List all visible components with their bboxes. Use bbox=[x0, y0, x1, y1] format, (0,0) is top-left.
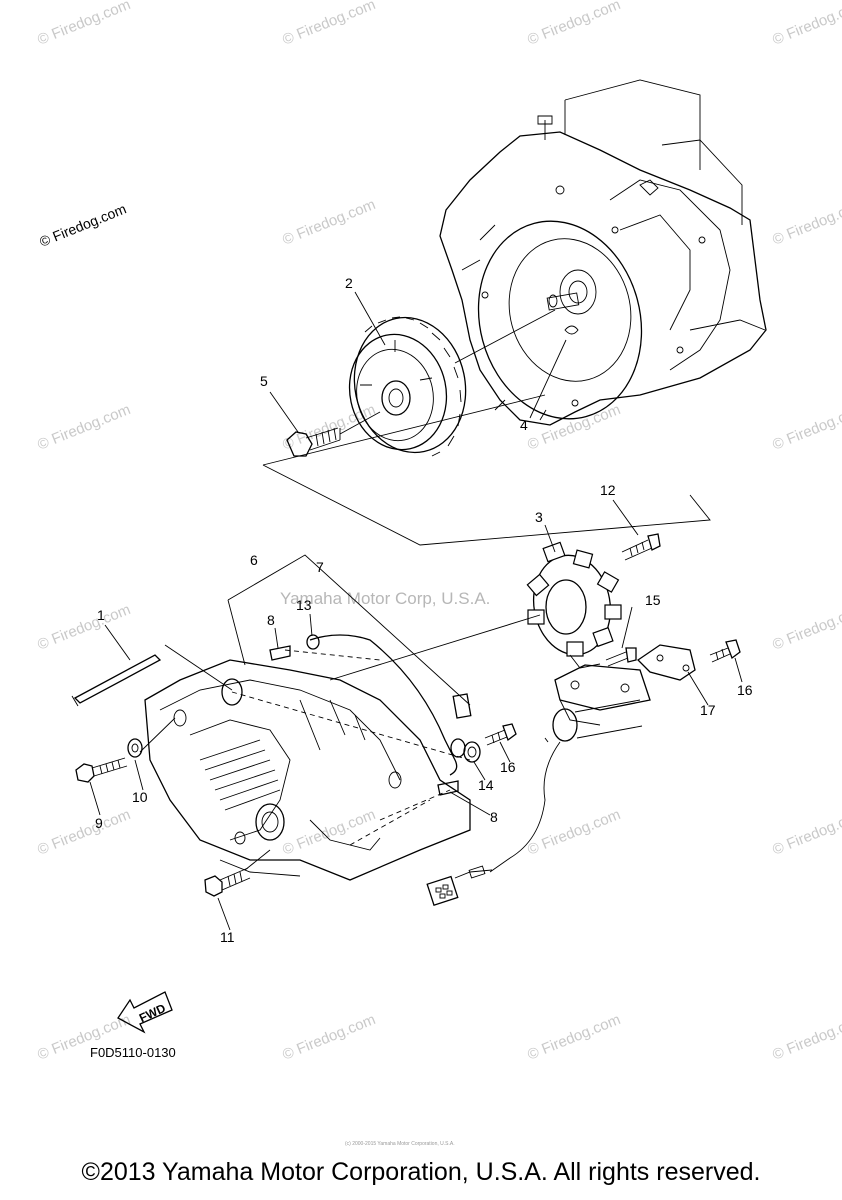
callout-11: 11 bbox=[220, 929, 235, 945]
watermark: © Firedog.com bbox=[770, 806, 842, 859]
dowel-pins bbox=[269, 645, 472, 796]
callout-3: 3 bbox=[535, 509, 543, 525]
bolt-14 bbox=[605, 647, 637, 667]
drawing-code: F0D5110-0130 bbox=[90, 1045, 176, 1060]
flywheel-bolt bbox=[286, 411, 381, 457]
engine-block bbox=[439, 79, 767, 426]
parts-diagram: © Firedog.com © Firedog.com © Firedog.co… bbox=[35, 0, 842, 1147]
watermark: © Firedog.com bbox=[770, 401, 842, 454]
bracket bbox=[636, 644, 696, 681]
watermark: © Firedog.com bbox=[525, 0, 623, 49]
watermark: © Firedog.com bbox=[525, 806, 623, 859]
callout-15: 14 bbox=[478, 777, 494, 793]
watermark: © Firedog.com bbox=[35, 401, 133, 454]
bolt-9 bbox=[75, 757, 128, 783]
leader-line bbox=[262, 464, 711, 546]
tiny-copyright-note: (c) 2000-2015 Yamaha Motor Corporation, … bbox=[345, 1141, 455, 1147]
callout-9: 9 bbox=[95, 815, 103, 831]
copyright-footer: ©2013 Yamaha Motor Corporation, U.S.A. A… bbox=[81, 1158, 761, 1186]
callout-8-top: 8 bbox=[267, 612, 275, 628]
watermark: © Firedog.com bbox=[35, 0, 133, 49]
callout-16-right: 16 bbox=[737, 682, 753, 698]
washer-10 bbox=[127, 738, 143, 758]
assembly-dash bbox=[231, 691, 471, 761]
watermark: © Firedog.com bbox=[35, 806, 133, 859]
group-bracket bbox=[227, 554, 471, 706]
callout-12: 13 bbox=[296, 597, 312, 613]
cable-tie bbox=[71, 654, 162, 707]
callout-6: 6 bbox=[250, 552, 258, 568]
corner-watermark: © Firedog.com bbox=[37, 200, 128, 249]
watermark: © Firedog.com bbox=[770, 1011, 842, 1064]
callout-10: 10 bbox=[132, 789, 148, 805]
gasket bbox=[306, 634, 466, 776]
callout-labels: 2 5 4 12 3 6 7 1 13 8 15 16 17 16 14 8 1… bbox=[95, 275, 753, 945]
watermark: © Firedog.com bbox=[280, 806, 378, 859]
flywheel bbox=[348, 316, 467, 457]
leader-line bbox=[262, 394, 546, 466]
callout-2: 2 bbox=[345, 275, 353, 291]
watermark: © Firedog.com bbox=[525, 1011, 623, 1064]
stator bbox=[526, 541, 622, 669]
bolt-11 bbox=[204, 867, 251, 897]
callout-13: 12 bbox=[600, 482, 616, 498]
callout-5: 5 bbox=[260, 373, 268, 389]
assembly-dash bbox=[349, 799, 431, 846]
callout-7: 7 bbox=[316, 559, 324, 575]
callout-17: 17 bbox=[700, 702, 716, 718]
callout-1: 1 bbox=[97, 607, 105, 623]
watermark: © Firedog.com bbox=[280, 1011, 378, 1064]
watermark: © Firedog.com bbox=[770, 0, 842, 49]
callout-4: 4 bbox=[520, 417, 528, 433]
callout-14: 15 bbox=[645, 592, 661, 608]
watermark: © Firedog.com bbox=[35, 601, 133, 654]
group-bracket bbox=[227, 599, 246, 666]
watermark: © Firedog.com bbox=[770, 601, 842, 654]
leader-line bbox=[454, 309, 556, 364]
callout-8-bottom: 8 bbox=[490, 809, 498, 825]
leader-line bbox=[244, 849, 271, 871]
watermark: © Firedog.com bbox=[280, 196, 378, 249]
leader-line bbox=[329, 614, 541, 681]
callout-leaders bbox=[89, 291, 743, 931]
bolt-16-right bbox=[709, 639, 741, 663]
assembly-dash bbox=[379, 789, 451, 821]
stator-bolt bbox=[621, 533, 661, 561]
pulser-coil bbox=[426, 664, 651, 906]
watermark: © Firedog.com bbox=[770, 196, 842, 249]
watermark: © Firedog.com bbox=[525, 401, 623, 454]
watermark: © Firedog.com bbox=[280, 0, 378, 49]
center-watermark: Yamaha Motor Corp, U.S.A. bbox=[280, 589, 490, 608]
leader-line bbox=[164, 644, 233, 691]
callout-16-center: 16 bbox=[500, 759, 516, 775]
assembly-dash bbox=[284, 649, 381, 661]
bolt-16-center bbox=[484, 723, 517, 746]
leader-line bbox=[139, 717, 176, 753]
